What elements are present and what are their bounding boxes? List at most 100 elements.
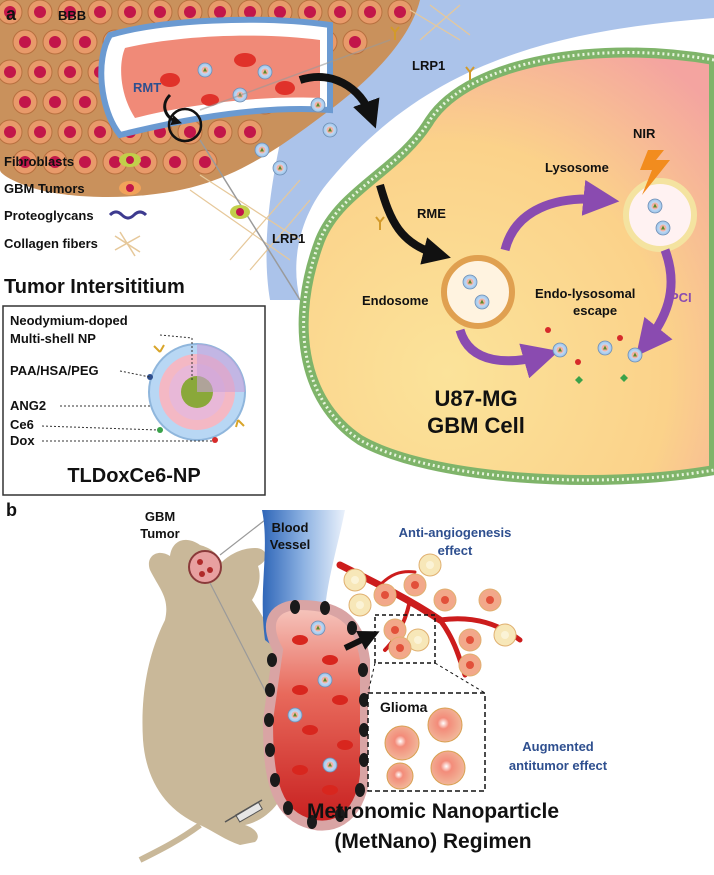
angio-cell xyxy=(493,623,517,647)
legend: Fibroblasts GBM Tumors Proteoglycans Col… xyxy=(4,153,148,257)
bbb-vessel xyxy=(98,16,333,139)
rmt-circle xyxy=(167,107,203,143)
tumor-cell xyxy=(72,29,98,55)
tumor-cell xyxy=(387,0,413,25)
vessel-tube xyxy=(262,599,370,831)
endothelial-nucleus xyxy=(264,713,274,727)
nanoparticle-diagram xyxy=(147,343,246,443)
angio-cell xyxy=(383,618,407,642)
lrp1-top-label: LRP1 xyxy=(412,58,445,73)
lrp1-receptors xyxy=(375,26,475,230)
tumor-cell xyxy=(237,119,263,145)
np-title: TLDoxCe6-NP xyxy=(67,465,200,487)
panel-a: Fibroblasts GBM Tumors Proteoglycans Col… xyxy=(0,0,714,496)
endothelial-nucleus xyxy=(358,663,368,677)
np-label-0: Neodymium-doped xyxy=(10,313,128,328)
collagen-fibers xyxy=(189,4,471,271)
np-label-4: Ce6 xyxy=(10,417,34,432)
tumor-cell xyxy=(147,0,173,25)
angiogenesis-cells xyxy=(343,553,517,677)
tumor-cell xyxy=(162,149,188,175)
tumor-cell xyxy=(42,29,68,55)
angio-cell xyxy=(343,568,367,592)
tumor-cell xyxy=(117,0,143,25)
interstitium-band xyxy=(266,0,714,300)
tumor-cell xyxy=(57,59,83,85)
nir-bolt-icon xyxy=(640,150,670,195)
gbm-tumor-label-1: GBM xyxy=(145,509,175,524)
np-label-2: PAA/HSA/PEG xyxy=(10,363,99,378)
rmt-label: RMT xyxy=(133,80,161,95)
augmented-label-2: antitumor effect xyxy=(509,758,608,773)
rme-arrow xyxy=(376,183,451,265)
transport-arrow xyxy=(298,72,380,129)
interstitium-elements xyxy=(230,97,338,219)
cell-label-2: GBM Cell xyxy=(427,413,525,438)
vessel-label-1: Blood xyxy=(272,520,309,535)
tumor-cell xyxy=(177,0,203,25)
tumor-cell xyxy=(0,59,23,85)
angio-cell xyxy=(403,573,427,597)
vessel-label-2: Vessel xyxy=(270,537,311,552)
tumor-cell xyxy=(12,89,38,115)
regimen-label-1: Metronomic Nanoparticle xyxy=(307,800,559,823)
regimen-label-2: (MetNano) Regimen xyxy=(334,830,531,853)
glioma-label: Glioma xyxy=(380,699,428,715)
endothelial-nucleus xyxy=(265,683,275,697)
endothelial-nucleus xyxy=(290,600,300,614)
angio-cell xyxy=(406,628,430,652)
tumor-cell xyxy=(12,29,38,55)
tumor-cell xyxy=(27,0,53,25)
gbm-tumor-icon xyxy=(119,181,141,195)
tumor-cell xyxy=(342,29,368,55)
tumor-cell xyxy=(72,89,98,115)
tumor-cell xyxy=(87,119,113,145)
zoom-box-small xyxy=(374,614,436,664)
angio-cell xyxy=(388,636,412,660)
endothelial-nucleus xyxy=(283,801,293,815)
released-payload xyxy=(545,327,643,384)
endothelial-nucleus xyxy=(359,753,369,767)
tumor-cell xyxy=(297,0,323,25)
augmented-label-1: Augmented xyxy=(522,739,594,754)
anti-angiogenesis-label-2: effect xyxy=(438,543,473,558)
fibroblast-icon xyxy=(119,153,141,167)
legend-label-0: Fibroblasts xyxy=(4,154,74,169)
tumor-cell xyxy=(357,0,383,25)
endo-escape-label-2: escape xyxy=(573,303,617,318)
gbm-tumor-label-2: Tumor xyxy=(140,526,179,541)
panel-a-letter: a xyxy=(6,4,17,24)
tumor-cell xyxy=(42,149,68,175)
rbc-group xyxy=(292,635,353,795)
tumor-cell xyxy=(27,59,53,85)
endosome-label: Endosome xyxy=(362,293,428,308)
angio-cell xyxy=(458,628,482,652)
endosome xyxy=(441,255,515,329)
lysosome-label: Lysosome xyxy=(545,160,609,175)
angio-cell xyxy=(373,583,397,607)
angio-cell xyxy=(433,588,457,612)
nanoparticle-leaders xyxy=(41,334,212,442)
mouse-tumor xyxy=(188,550,222,584)
np-label-1: Multi-shell NP xyxy=(10,331,96,346)
endothelial-nucleus xyxy=(355,783,365,797)
tumor-cell xyxy=(57,119,83,145)
tumor-cell xyxy=(42,89,68,115)
proteoglycan-icon xyxy=(108,210,148,220)
tumor-cell xyxy=(57,0,83,25)
bbb-label: BBB xyxy=(58,8,86,23)
tumor-cell xyxy=(327,0,353,25)
anti-angiogenesis-label-1: Anti-angiogenesis xyxy=(399,525,512,540)
tumor-cell xyxy=(192,149,218,175)
panel-b-letter: b xyxy=(6,500,17,520)
legend-label-2: Proteoglycans xyxy=(4,208,94,223)
lysosome xyxy=(623,178,697,252)
lrp1-bottom-label: LRP1 xyxy=(272,231,305,246)
cell-label-1: U87-MG xyxy=(434,386,517,411)
endothelial-nucleus xyxy=(307,815,317,829)
mouse-silhouette xyxy=(142,539,295,845)
np-label-5: Dox xyxy=(10,433,35,448)
nir-label: NIR xyxy=(633,126,656,141)
tumor-interstitium-label: Tumor Intersititium xyxy=(4,276,185,298)
endothelial-nucleus xyxy=(359,723,369,737)
